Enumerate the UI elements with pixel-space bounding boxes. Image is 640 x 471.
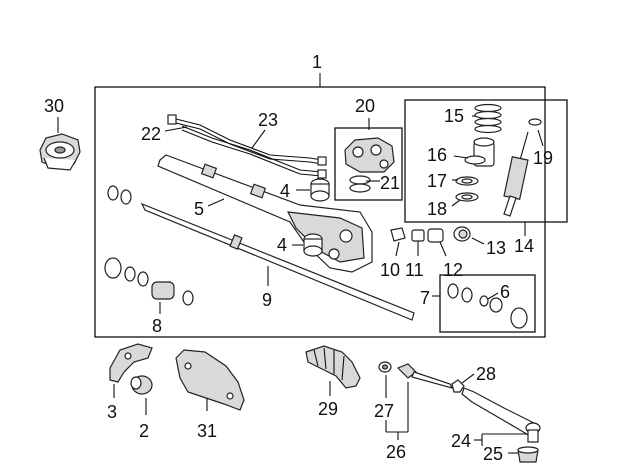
callout-5: 5 xyxy=(194,199,204,219)
part-17-seal xyxy=(455,176,479,186)
leader-23 xyxy=(251,129,266,149)
part-29-boot xyxy=(305,345,361,389)
leader-5 xyxy=(207,198,225,207)
callout-8: 8 xyxy=(152,316,162,336)
part-4-bushing-lower xyxy=(303,233,323,257)
part-11-ring xyxy=(411,229,425,242)
part-30-mount xyxy=(39,133,81,171)
callout-26: 26 xyxy=(386,442,406,462)
callout-11: 11 xyxy=(405,260,424,280)
callout-24: 24 xyxy=(451,431,471,451)
leader-12 xyxy=(439,241,447,257)
part-3-bracket xyxy=(109,343,153,383)
callout-20: 20 xyxy=(355,96,375,116)
callout-12: 12 xyxy=(443,260,463,280)
leader-10 xyxy=(395,241,400,257)
part-13-bearing xyxy=(453,226,471,242)
callout-19: 19 xyxy=(533,148,553,168)
part-28-jam-nut xyxy=(451,379,465,393)
callout-3: 3 xyxy=(107,402,117,422)
leader-19 xyxy=(537,129,544,147)
callout-27: 27 xyxy=(374,401,394,421)
callout-30: 30 xyxy=(44,96,64,116)
callout-25: 25 xyxy=(483,444,503,464)
part-22-23-hoses xyxy=(167,114,327,179)
leader-18 xyxy=(451,199,461,207)
callout-17: 17 xyxy=(427,171,447,191)
callout-6: 6 xyxy=(500,282,510,302)
callout-1: 1 xyxy=(312,52,322,72)
part-31-heat-shield xyxy=(175,349,245,411)
callout-14: 14 xyxy=(514,236,534,256)
part-12-ring xyxy=(427,228,444,243)
callout-9: 9 xyxy=(262,290,272,310)
part-19-pinion-shaft xyxy=(503,118,542,217)
part-25-dust-boot xyxy=(517,446,539,463)
leader-6 xyxy=(487,292,499,300)
seal-kit-box xyxy=(439,274,536,333)
part-6-7-seals xyxy=(447,283,528,329)
part-16-bushing xyxy=(464,137,495,167)
callout-23: 23 xyxy=(258,110,278,130)
leader-22 xyxy=(164,126,188,132)
part-4-bushing-upper xyxy=(310,178,330,202)
part-15-springs xyxy=(474,103,502,134)
part-8-left-seals xyxy=(104,257,194,306)
part-26-tie-rod xyxy=(396,363,454,389)
part-10-seal xyxy=(390,227,406,242)
part-9-rack-bar xyxy=(140,202,415,321)
callout-22: 22 xyxy=(141,124,161,144)
callout-4b: 4 xyxy=(277,235,287,255)
callout-21: 21 xyxy=(380,173,400,193)
part-20-valve-body xyxy=(344,137,395,193)
callout-13: 13 xyxy=(486,238,506,258)
left-washers xyxy=(107,185,132,205)
leader-13 xyxy=(471,237,485,245)
part-24-tie-rod-end xyxy=(461,387,541,443)
part-18-ring xyxy=(455,192,479,202)
callout-10: 10 xyxy=(380,260,400,280)
part-27-nut xyxy=(378,361,392,373)
callout-16: 16 xyxy=(427,145,447,165)
callout-7: 7 xyxy=(420,288,430,308)
callout-2: 2 xyxy=(139,421,149,441)
leader-28 xyxy=(461,373,475,384)
callout-31: 31 xyxy=(197,421,217,441)
part-2-bushing xyxy=(130,375,153,395)
callout-15: 15 xyxy=(444,106,464,126)
callout-4a: 4 xyxy=(280,181,290,201)
leader-16 xyxy=(453,155,469,159)
callout-29: 29 xyxy=(318,399,338,419)
callout-28: 28 xyxy=(476,364,496,384)
callout-18: 18 xyxy=(427,199,447,219)
pinion-kit-box xyxy=(404,99,568,223)
